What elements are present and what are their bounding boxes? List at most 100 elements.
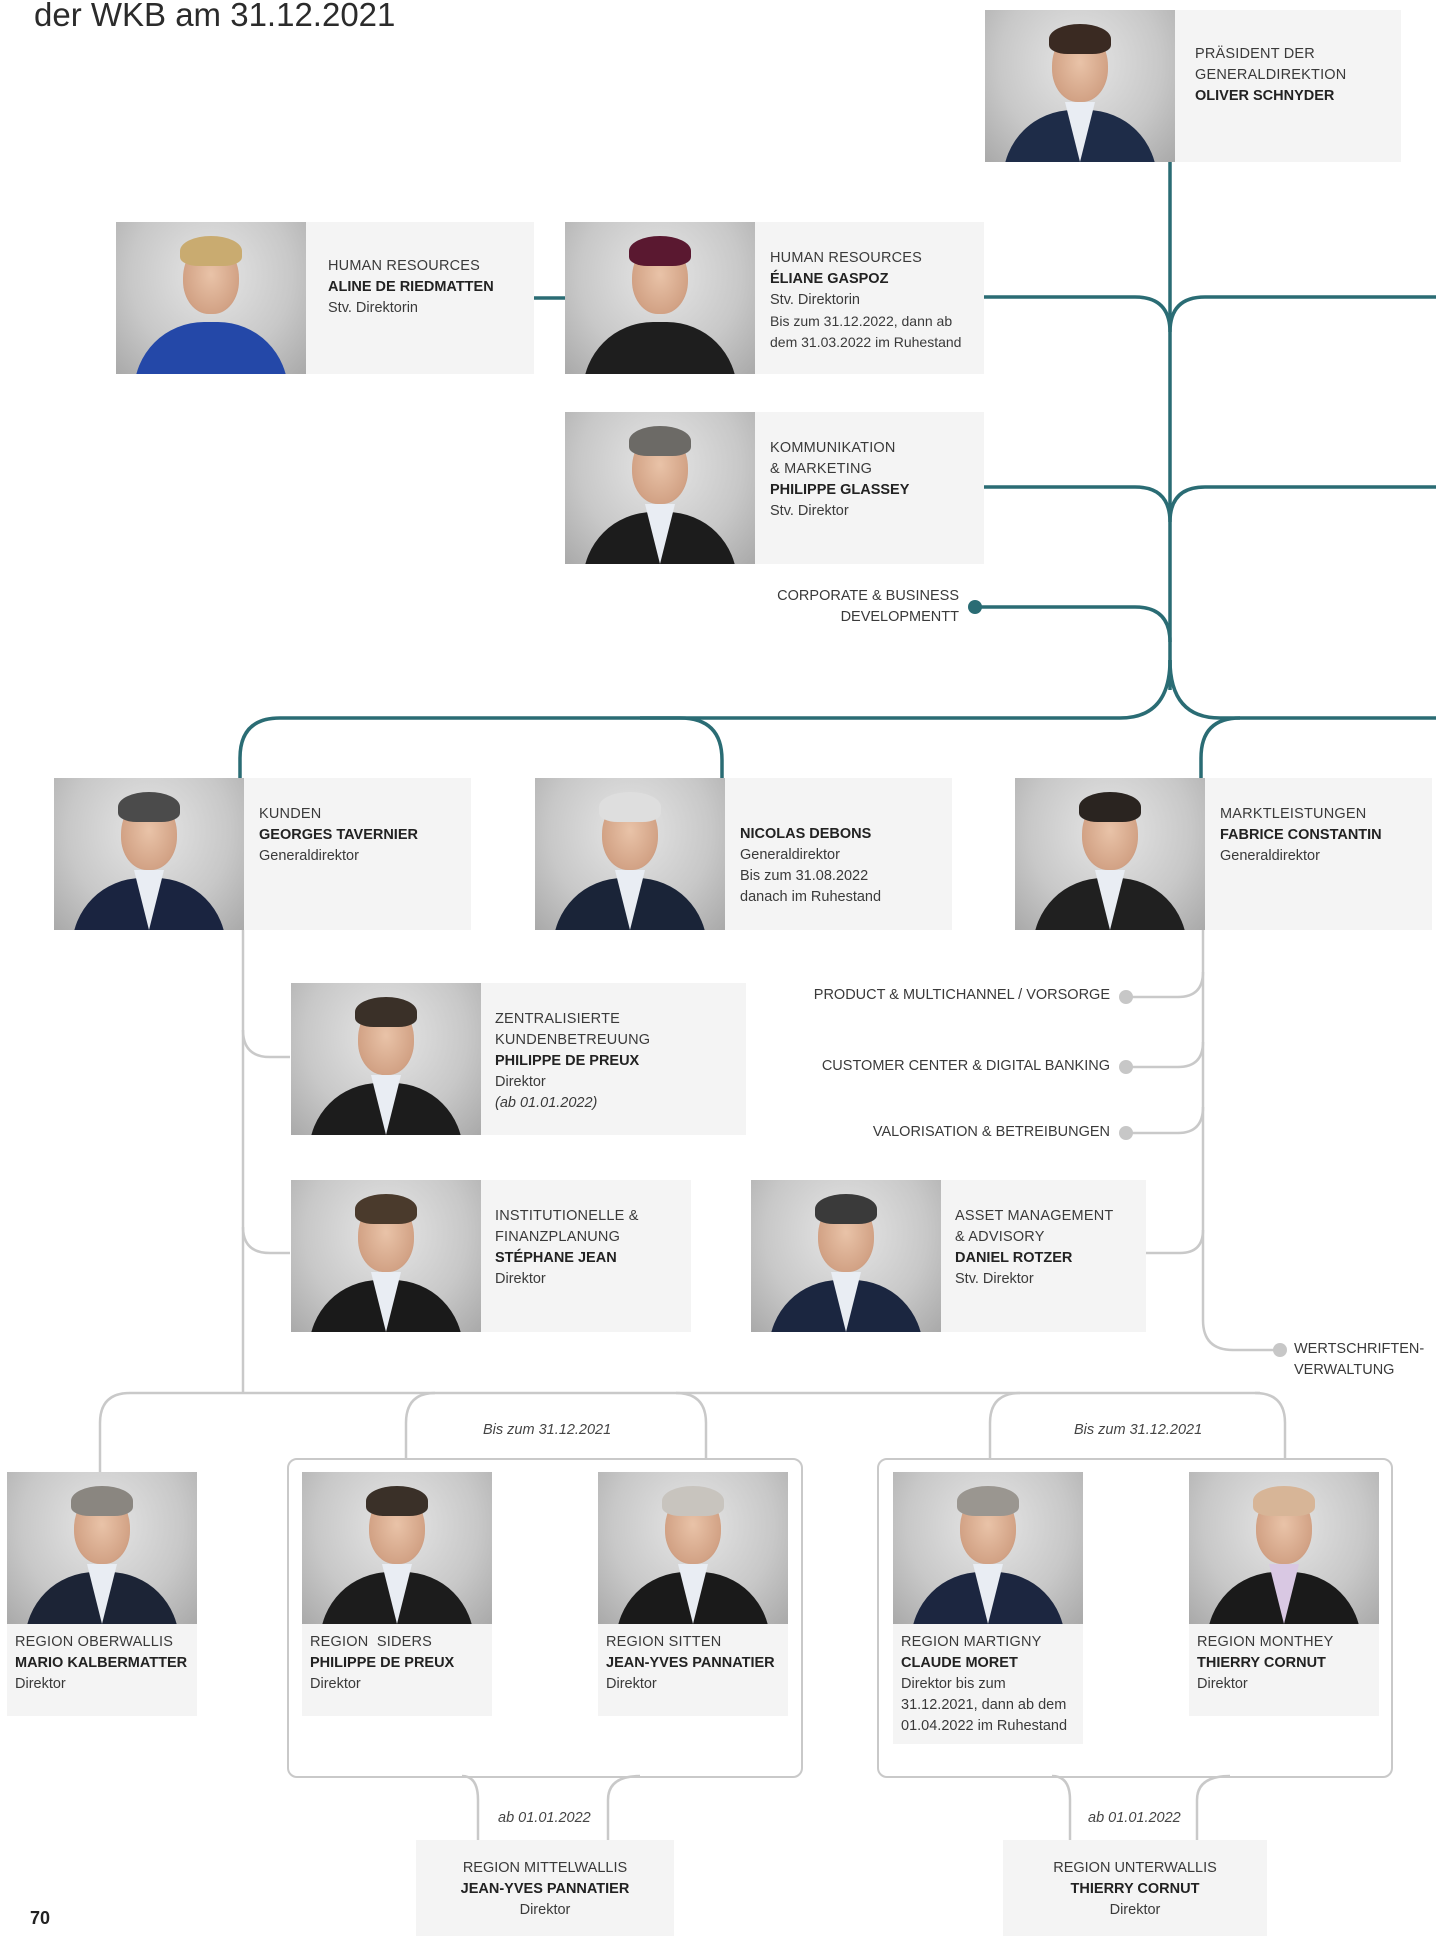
role-title: Generaldirektor: [1220, 848, 1320, 864]
dept-label: MARKTLEISTUNGEN: [1220, 806, 1367, 822]
dept-label: INSTITUTIONELLE &: [495, 1208, 639, 1224]
connector-dot: [1119, 1126, 1133, 1140]
note-line: dem 31.03.2022 im Ruhestand: [770, 334, 962, 350]
connector-dot: [1273, 1343, 1287, 1357]
role-title: Generaldirektor: [259, 848, 359, 864]
dept-label: HUMAN RESOURCES: [328, 258, 481, 274]
card-region-sitten: REGION SITTEN JEAN-YVES PANNATIER Direkt…: [598, 1472, 788, 1716]
region-label: REGION SITTEN: [606, 1634, 722, 1650]
dept-label: HUMAN RESOURCES: [770, 250, 923, 266]
person-name: ALINE DE RIEDMATTEN: [328, 279, 494, 295]
card-hr-aline: HUMAN RESOURCES ALINE DE RIEDMATTEN Stv.…: [116, 222, 534, 374]
corporate-label: CORPORATE & BUSINESS DEVELOPMENTT: [777, 588, 959, 625]
portrait-photo: [985, 10, 1175, 162]
card-kunden: KUNDEN GEORGES TAVERNIER Generaldirektor: [54, 778, 471, 930]
connector-dot: [1119, 1060, 1133, 1074]
person-name: NICOLAS DEBONS: [740, 826, 872, 842]
dept-label: ASSET MANAGEMENT: [955, 1208, 1114, 1224]
person-name: DANIEL ROTZER: [955, 1250, 1073, 1266]
person-name: JEAN-YVES PANNATIER: [606, 1655, 775, 1671]
card-kommunikation: KOMMUNIKATION & MARKETING PHILIPPE GLASS…: [565, 412, 984, 564]
role-title: Stv. Direktor: [955, 1271, 1034, 1287]
card-zentralisierte: ZENTRALISIERTE KUNDENBETREUUNG PHILIPPE …: [291, 983, 746, 1135]
role-title: Direktor: [495, 1074, 546, 1090]
region-label: REGION SIDERS: [310, 1634, 433, 1650]
region-label: REGION MARTIGNY: [901, 1634, 1042, 1650]
card-region-unterwallis: REGION UNTERWALLIS THIERRY CORNUT Direkt…: [1003, 1840, 1267, 1936]
role-title: Direktor: [310, 1676, 361, 1692]
connector-dot: [968, 600, 982, 614]
card-debons: NICOLAS DEBONS Generaldirektor Bis zum 3…: [535, 778, 952, 930]
until-note: Bis zum 31.12.2021: [483, 1422, 612, 1438]
region-group-box-left: [287, 1458, 803, 1778]
role-title: Direktor: [606, 1676, 657, 1692]
portrait-photo: [565, 412, 755, 564]
note-line: 01.04.2022 im Ruhestand: [901, 1718, 1068, 1734]
person-name: JEAN-YVES PANNATIER: [460, 1881, 630, 1897]
page-number: 70: [30, 1908, 51, 1928]
portrait-photo: [116, 222, 306, 374]
dept-label: & ADVISORY: [955, 1229, 1045, 1245]
person-name: STÉPHANE JEAN: [495, 1250, 617, 1266]
note-line: 31.12.2021, dann ab dem: [901, 1697, 1067, 1713]
card-hr-eliane: HUMAN RESOURCES ÉLIANE GASPOZ Stv. Direk…: [565, 222, 984, 374]
person-name: OLIVER SCHNYDER: [1195, 88, 1335, 104]
portrait-photo: [291, 1180, 481, 1332]
person-name: ÉLIANE GASPOZ: [770, 271, 889, 287]
role-title: Stv. Direktor: [770, 503, 849, 519]
role-title: Direktor: [1109, 1902, 1161, 1918]
portrait-photo: [598, 1472, 788, 1624]
from-note: ab 01.01.2022: [1088, 1810, 1181, 1826]
card-region-mittelwallis: REGION MITTELWALLIS JEAN-YVES PANNATIER …: [416, 1840, 674, 1936]
card-region-monthey: REGION MONTHEY THIERRY CORNUT Direktor: [1189, 1472, 1379, 1716]
from-note: ab 01.01.2022: [498, 1810, 591, 1826]
unit-label-wertschriften: WERTSCHRIFTEN- VERWALTUNG: [1294, 1341, 1425, 1378]
portrait-photo: [302, 1472, 492, 1624]
portrait-photo: [291, 983, 481, 1135]
note-line: Direktor bis zum: [901, 1676, 1006, 1692]
date-note: (ab 01.01.2022): [495, 1095, 598, 1111]
role-line: PRÄSIDENT DER: [1195, 46, 1315, 62]
role-line: GENERALDIREKTION: [1195, 67, 1347, 83]
role-title: Generaldirektor: [740, 847, 840, 863]
role-title: Direktor: [495, 1271, 546, 1287]
person-name: GEORGES TAVERNIER: [259, 827, 418, 843]
portrait-photo: [535, 778, 725, 930]
unit-label-product: PRODUCT & MULTICHANNEL / VORSORGE: [813, 987, 1110, 1003]
card-institutionelle: INSTITUTIONELLE & FINANZPLANUNG STÉPHANE…: [291, 1180, 691, 1332]
portrait-photo: [751, 1180, 941, 1332]
region-label: REGION MONTHEY: [1197, 1634, 1334, 1650]
portrait-photo: [1015, 778, 1205, 930]
note-line: Bis zum 31.12.2022, dann ab: [770, 313, 953, 329]
person-name: PHILIPPE DE PREUX: [310, 1655, 455, 1671]
region-label: REGION OBERWALLIS: [15, 1634, 174, 1650]
note-line: danach im Ruhestand: [740, 889, 882, 905]
portrait-photo: [893, 1472, 1083, 1624]
region-group-box-right: [877, 1458, 1393, 1778]
role-title: Stv. Direktorin: [770, 292, 860, 308]
dept-label: FINANZPLANUNG: [495, 1229, 621, 1245]
card-region-oberwallis: REGION OBERWALLIS MARIO KALBERMATTER Dir…: [7, 1472, 197, 1716]
card-president: PRÄSIDENT DER GENERALDIREKTION OLIVER SC…: [985, 10, 1401, 162]
portrait-photo: [54, 778, 244, 930]
until-note: Bis zum 31.12.2021: [1074, 1422, 1203, 1438]
dept-label: KUNDEN: [259, 806, 322, 822]
dept-label: KUNDENBETREUUNG: [495, 1032, 651, 1048]
region-label: REGION MITTELWALLIS: [462, 1860, 628, 1876]
person-name: THIERRY CORNUT: [1070, 1881, 1200, 1897]
person-name: PHILIPPE GLASSEY: [770, 482, 910, 498]
role-title: Direktor: [15, 1676, 66, 1692]
unit-label-customer: CUSTOMER CENTER & DIGITAL BANKING: [821, 1058, 1110, 1074]
card-region-martigny: REGION MARTIGNY CLAUDE MORET Direktor bi…: [893, 1472, 1083, 1744]
unit-label-valorisation: VALORISATION & BETREIBUNGEN: [872, 1124, 1110, 1140]
portrait-photo: [565, 222, 755, 374]
card-marktleistungen: MARKTLEISTUNGEN FABRICE CONSTANTIN Gener…: [1015, 778, 1432, 930]
region-label: REGION UNTERWALLIS: [1053, 1860, 1217, 1876]
person-name: FABRICE CONSTANTIN: [1220, 827, 1382, 843]
person-name: THIERRY CORNUT: [1197, 1655, 1326, 1671]
role-title: Direktor: [1197, 1676, 1248, 1692]
card-region-siders: REGION SIDERS PHILIPPE DE PREUX Direktor: [302, 1472, 492, 1716]
dept-label: & MARKETING: [770, 461, 873, 477]
portrait-photo: [7, 1472, 197, 1624]
